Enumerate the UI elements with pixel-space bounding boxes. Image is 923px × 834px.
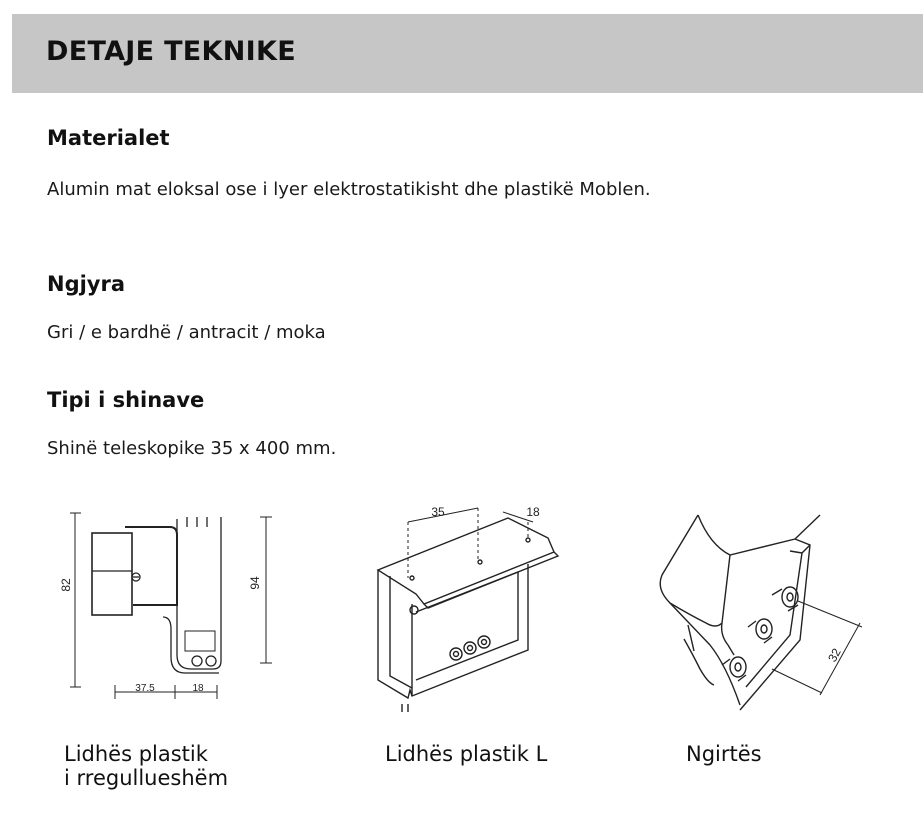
dim-height-left-label: 82 (59, 578, 73, 592)
dim-width-a-label: 37.5 (135, 683, 155, 694)
page-title: DETAJE TEKNIKE (46, 36, 296, 67)
materials-heading: Materialet (47, 126, 170, 150)
dim-a-label: 32 (825, 646, 844, 665)
colour-text: Gri / e bardhë / antracit / moka (47, 322, 326, 343)
caption-line-1: Lidhës plastik (64, 742, 208, 766)
lifter-drawing: 32 (650, 505, 880, 720)
materials-text: Alumin mat eloksal ose i lyer elektrosta… (47, 179, 651, 200)
header-bar: DETAJE TEKNIKE (12, 14, 923, 93)
adjustable-connector-caption: Lidhës plastik i rregullueshëm (64, 742, 228, 790)
dim-height-right-label: 94 (248, 576, 262, 590)
caption-line-2: i rregullueshëm (64, 766, 229, 790)
colour-heading: Ngjyra (47, 272, 126, 296)
rail-type-heading: Tipi i shinave (47, 388, 205, 412)
l-connector-caption: Lidhës plastik L (385, 742, 548, 766)
rail-type-text: Shinë teleskopike 35 x 400 mm. (47, 438, 337, 459)
l-connector-drawing: 35 18 (368, 500, 568, 720)
adjustable-connector-drawing: 82 94 37.5 18 (55, 505, 285, 705)
dim-b-label: 18 (526, 505, 540, 519)
dim-width-b-label: 18 (192, 683, 204, 694)
lifter-caption: Ngirtës (686, 742, 762, 766)
